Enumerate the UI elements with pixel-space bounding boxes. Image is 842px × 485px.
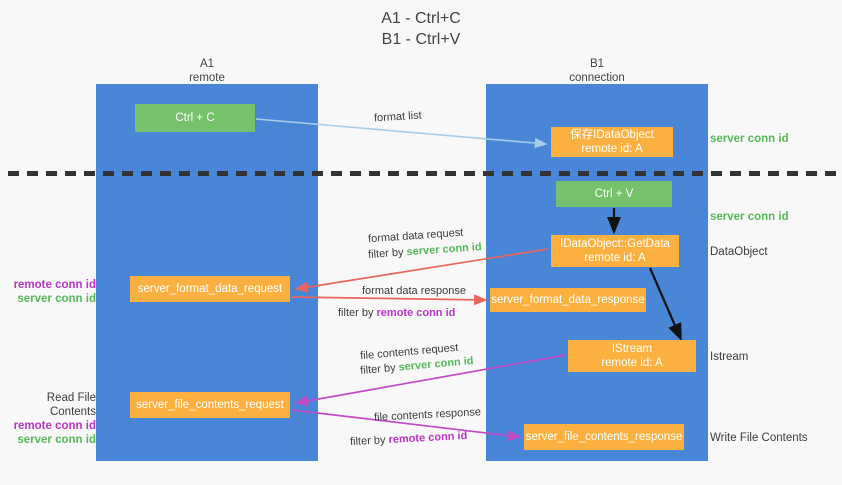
box-ctrl-c[interactable]: Ctrl + C — [135, 104, 255, 132]
box-server-format-data-response-label: server_format_data_response — [491, 294, 645, 306]
box-ctrl-c-label: Ctrl + C — [175, 112, 215, 124]
box-idataobject-getdata-line-2: remote id: A — [584, 252, 646, 264]
annotation-dataobject: DataObject — [710, 246, 768, 258]
box-server-format-data-request-label: server_format_data_request — [137, 283, 283, 295]
title-line-1: A1 - Ctrl+C — [381, 10, 461, 27]
server-conn-id-text: server conn id — [406, 241, 482, 259]
label-file-contents-response-text: file contents response — [373, 406, 482, 424]
remote-conn-id-text: remote conn id — [388, 429, 468, 447]
box-server-file-contents-request-label: server_file_contents_request — [136, 399, 284, 411]
filter-by-text: filter by — [359, 361, 400, 377]
annotation-server-conn-id-top: server conn id — [710, 133, 789, 145]
annotation-remote-conn-id: remote conn id — [13, 279, 96, 291]
annotation-read-file-contents: Read File Contents — [46, 392, 96, 418]
column-header-a1: A1 remote — [96, 57, 318, 85]
phase-divider — [8, 171, 836, 176]
box-server-format-data-request[interactable]: server_format_data_request — [130, 276, 290, 302]
label-file-contents-response-filter: filter by remote conn id — [350, 429, 468, 449]
box-server-file-contents-request[interactable]: server_file_contents_request — [130, 392, 290, 418]
title-line-2: B1 - Ctrl+V — [381, 31, 461, 48]
annotation-istream: Istream — [710, 351, 749, 363]
filter-by-text: filter by — [349, 434, 389, 449]
label-file-contents-response: file contents response — [374, 405, 482, 425]
box-istream-line-1: IStream — [611, 343, 653, 355]
box-ctrl-v[interactable]: Ctrl + V — [556, 181, 672, 207]
annotation-remote-conn-id: remote conn id — [13, 420, 96, 432]
label-format-list: format list — [374, 109, 422, 126]
column-header-b1-subtitle: connection — [569, 72, 625, 84]
box-idataobject-getdata[interactable]: IDataObject::GetData remote id: A — [551, 235, 679, 267]
annotation-server-conn-id-mid: server conn id — [710, 211, 789, 223]
label-format-data-response: format data response — [362, 284, 466, 298]
filter-by-text: filter by — [338, 307, 377, 319]
box-ctrl-v-label: Ctrl + V — [594, 188, 634, 200]
annotation-conn-ids-format: remote conn id server conn id — [10, 278, 96, 306]
column-header-b1: B1 connection — [486, 57, 708, 85]
annotation-server-conn-id: server conn id — [17, 434, 96, 446]
box-save-idataobject[interactable]: 保存IDataObject remote id: A — [551, 127, 673, 157]
label-format-data-response-filter: filter by remote conn id — [338, 306, 455, 320]
annotation-server-conn-id: server conn id — [17, 293, 96, 305]
box-istream[interactable]: IStream remote id: A — [568, 340, 696, 372]
box-istream-line-2: remote id: A — [601, 357, 663, 369]
box-idataobject-getdata-line-1: IDataObject::GetData — [560, 238, 670, 250]
label-format-list-text: format list — [373, 109, 423, 125]
box-save-idataobject-line-2: remote id: A — [581, 143, 643, 155]
annotation-read-file-contents-group: Read File Contents remote conn id server… — [10, 391, 96, 447]
box-server-file-contents-response-label: server_file_contents_response — [525, 431, 683, 443]
filter-by-text: filter by — [367, 246, 407, 261]
column-header-a1-subtitle: remote — [189, 72, 225, 84]
annotation-write-file-contents: Write File Contents — [710, 432, 808, 444]
box-save-idataobject-line-1: 保存IDataObject — [570, 129, 654, 141]
box-server-file-contents-response[interactable]: server_file_contents_response — [524, 424, 684, 450]
label-format-data-response-text: format data response — [362, 285, 466, 297]
box-server-format-data-response[interactable]: server_format_data_response — [490, 288, 646, 312]
remote-conn-id-text: remote conn id — [376, 307, 456, 319]
column-header-a1-name: A1 — [199, 58, 215, 70]
column-header-b1-name: B1 — [589, 58, 605, 70]
page-title: A1 - Ctrl+C B1 - Ctrl+V — [0, 8, 842, 50]
